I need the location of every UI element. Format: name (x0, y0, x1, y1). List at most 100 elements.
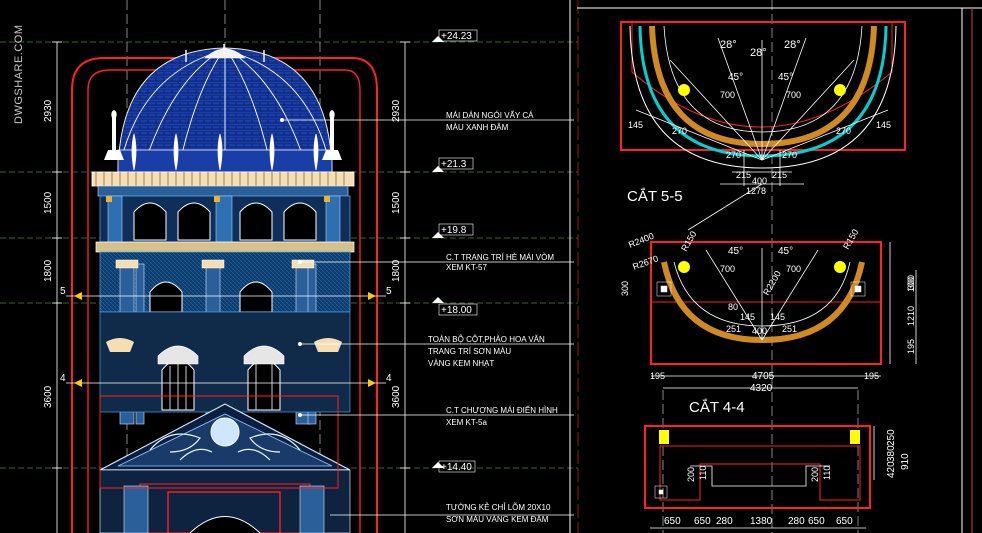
s4-dim-3: 80 (728, 302, 738, 312)
leader-lines (282, 119, 574, 516)
left-dim-labels: 2930 1500 1800 3600 (43, 99, 54, 408)
plan-dim-bottom-6: 650 (836, 516, 853, 527)
left-dim-0: 2930 (43, 99, 54, 122)
s5-angle-3: 45° (728, 72, 743, 83)
right-dim-0: 2930 (391, 99, 402, 122)
plan-dim-inner-3: 110 (822, 466, 832, 480)
right-dim-2: 1800 (391, 259, 402, 282)
section-mark-4-right: 4 (386, 373, 392, 384)
plan-dim-bottom-2: 280 (716, 516, 733, 527)
sheet-frame (569, 0, 982, 533)
right-dim-1: 1500 (391, 191, 402, 214)
bottom-plan: 650 650 280 1380 280 650 650 250 380 420… (644, 425, 911, 529)
s5-dim-1: 700 (786, 90, 801, 100)
plan-dim-inner-0: 200 (686, 467, 696, 482)
plan-dim-bottom-0: 650 (664, 516, 681, 527)
s4-dim-2: 300 (620, 281, 630, 296)
s5-angle-1: 28° (750, 47, 767, 59)
s4-dim-10: 4320 (750, 383, 773, 394)
plan-dim-inner-2: 200 (810, 467, 820, 482)
section-5-5: 28° 28° 28° 45° 45° 700 700 270 270 215 … (620, 21, 906, 231)
s5-dim-3: 270 (782, 150, 797, 160)
s5-dim-0: 700 (720, 90, 735, 100)
note-2-line-0: TOÀN BỘ CỘT,PHÀO HOA VĂN (428, 335, 545, 344)
dome (104, 44, 342, 173)
annotation-notes: MÁI DÁN NGÓI VẨY CÁ MÀU XANH ĐẬM C.T TRA… (428, 111, 558, 524)
section-4-title: CẮT 4-4 (689, 398, 745, 416)
section-mark-5-left: 5 (60, 286, 66, 297)
s5-dim-7: 1278 (746, 186, 766, 196)
s4-dim-13: 100 (906, 277, 916, 292)
upper-arcade (99, 195, 351, 243)
s4-dim-4: 145 (740, 312, 755, 322)
s4-dim-1: 700 (786, 264, 801, 274)
note-1-line-1: XEM KT-57 (446, 263, 487, 272)
level-text-0: +24.23 (441, 31, 472, 42)
facade-elevation: 5 5 4 4 (60, 44, 392, 533)
s4-dim-5: 145 (770, 312, 785, 322)
s4-dim-14: 1210 (906, 306, 916, 326)
level-text-3: +18.00 (441, 305, 472, 316)
plan-dim-right-2: 420 (886, 461, 897, 478)
s4-dim-16: 300 (906, 275, 916, 290)
level-tag-2: +19.8 (432, 223, 474, 238)
note-4-line-0: TƯỜNG KẺ CHỈ LÕM 20X10 (446, 503, 551, 512)
s4-radius-3: R150 (841, 227, 860, 251)
s5-dim-11: 145 (876, 120, 891, 130)
s4-dim-8: 400 (752, 326, 767, 336)
note-1-line-0: C.T TRANG TRÍ HÈ MÁI VÒM (446, 253, 554, 262)
plan-dim-bottom-1: 650 (694, 516, 711, 527)
s4-dim-12: 195 (864, 371, 879, 381)
left-dim-2: 1800 (43, 259, 54, 282)
note-0-line-0: MÁI DÁN NGÓI VẨY CÁ (446, 111, 534, 120)
lower-windows (99, 311, 351, 413)
plan-dim-right-0: 250 (886, 429, 897, 446)
note-2-line-2: VÀNG KEM NHẠT (428, 359, 494, 368)
level-tag-3: +18.00 (432, 297, 478, 316)
plan-dim-right-1: 380 (886, 445, 897, 462)
s4-radius-4: R2200 (761, 269, 783, 297)
pediment (99, 403, 351, 471)
s4-dim-6: 251 (726, 324, 741, 334)
right-dimension-chain (400, 41, 410, 533)
plan-dim-bottom-3: 1380 (750, 516, 773, 527)
level-tag-0: +24.23 (432, 29, 478, 42)
note-2-line-1: TRANG TRÍ SƠN MÀU (428, 347, 511, 356)
left-dim-3: 3600 (43, 385, 54, 408)
section-4-4: R2400 R2670 R150 R150 R2200 45° 45° 700 … (620, 227, 917, 416)
right-dim-labels: 2930 1500 1800 3600 (391, 99, 402, 408)
left-dim-1: 1500 (43, 191, 54, 214)
section-5-title: CẮT 5-5 (627, 187, 683, 205)
note-3-line-1: XEM KT-5a (446, 418, 487, 427)
s5-angle-0: 28° (720, 39, 737, 51)
level-tags: +24.23 +21.3 +19.8 +18.00 +14.40 (432, 29, 478, 473)
s5-angle-4: 45° (778, 72, 793, 83)
s5-dim-9: 270 (836, 126, 851, 136)
s4-dim-9: 4705 (752, 371, 775, 382)
s4-radius-1: R2670 (631, 253, 659, 271)
plan-dim-right-3: 910 (900, 453, 911, 470)
plan-dim-bottom-4: 280 (788, 516, 805, 527)
s5-dim-4: 215 (736, 170, 751, 180)
section-mark-4-left: 4 (60, 373, 66, 384)
s4-angle-1: 45° (778, 246, 793, 257)
s5-dim-5: 215 (772, 170, 787, 180)
cornice (91, 171, 355, 197)
level-text-1: +21.3 (441, 159, 467, 170)
level-tag-1: +21.3 (432, 157, 474, 172)
s4-dim-15: 195 (906, 339, 916, 354)
note-4-line-1: SƠN MÀU VÀNG KEM ĐẬM (446, 515, 549, 524)
level-text-4: +14.40 (441, 462, 472, 473)
s5-dim-8: 270 (672, 126, 687, 136)
right-dim-3: 3600 (391, 385, 402, 408)
ground-floor (99, 469, 351, 533)
s5-dim-10: 145 (628, 120, 643, 130)
s5-dim-2: 270 (726, 150, 741, 160)
watermark-text: DWGSHARE.COM (13, 25, 25, 125)
note-0-line-1: MÀU XANH ĐẬM (446, 123, 509, 132)
left-dimension-chain (52, 41, 62, 533)
level-tag-4: +14.40 (432, 460, 476, 473)
s4-dim-7: 251 (782, 324, 797, 334)
level-text-2: +19.8 (441, 225, 467, 236)
